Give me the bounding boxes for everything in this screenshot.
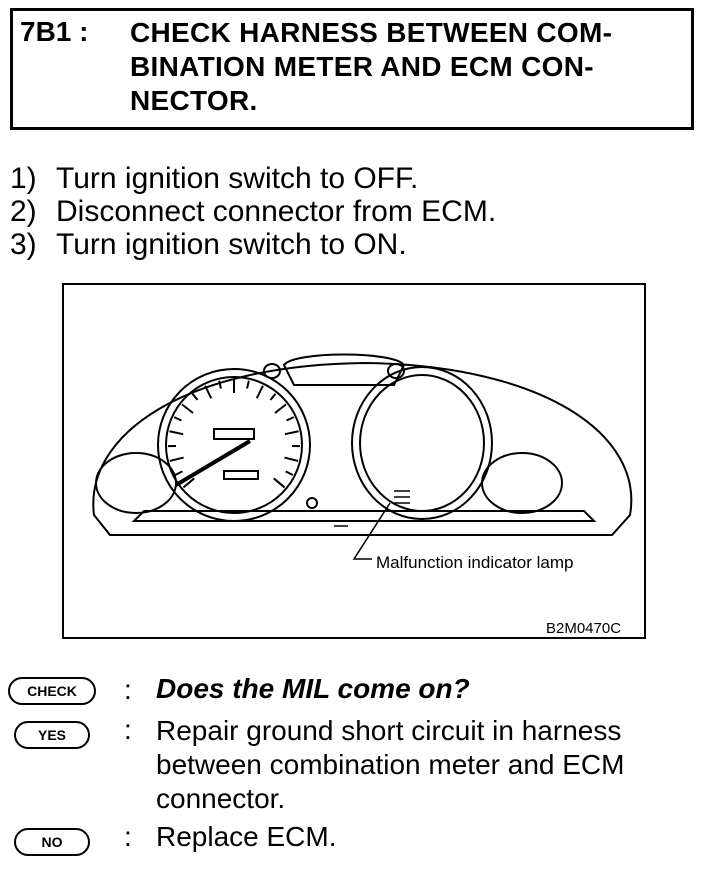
combination-meter-figure: Malfunction indicator lamp B2M0470C bbox=[62, 283, 646, 639]
speedometer-tick bbox=[269, 393, 277, 401]
yes-result-line-1: Repair ground short circuit in harness bbox=[156, 715, 622, 746]
no-badge: NO bbox=[14, 828, 90, 856]
combination-meter-illustration bbox=[92, 353, 633, 560]
speedometer-tick bbox=[285, 470, 294, 476]
malfunction-indicator-lamp-label: Malfunction indicator lamp bbox=[376, 553, 574, 572]
instruction-item-1: 1) Turn ignition switch to OFF. bbox=[10, 162, 496, 195]
speedometer-tick bbox=[174, 470, 183, 476]
yes-badge: YES bbox=[14, 721, 90, 749]
check-badge: CHECK bbox=[8, 677, 96, 705]
speedometer-tick bbox=[246, 380, 250, 389]
speedometer-tick bbox=[218, 380, 222, 389]
speedometer-tick bbox=[173, 416, 182, 422]
speedometer-tick bbox=[255, 385, 264, 399]
speedometer-tick bbox=[169, 456, 184, 462]
step-title-line-2: BINATION METER AND ECM CON- bbox=[130, 51, 594, 82]
yes-result-line-2: between combination meter and ECM bbox=[156, 749, 625, 780]
speedometer-tick bbox=[284, 456, 299, 462]
speedometer-tick bbox=[181, 403, 194, 414]
step-title-line-1: CHECK HARNESS BETWEEN COM- bbox=[130, 17, 613, 48]
speedometer-tick bbox=[182, 477, 195, 489]
instruction-text: Turn ignition switch to ON. bbox=[56, 228, 407, 261]
speedometer-tick bbox=[204, 385, 213, 399]
step-title-line-3: NECTOR. bbox=[130, 85, 258, 116]
speedometer-tick bbox=[191, 393, 199, 401]
instruction-number: 3) bbox=[10, 228, 37, 261]
yes-result-line-3: connector. bbox=[156, 783, 286, 814]
instruction-number: 2) bbox=[10, 195, 37, 228]
speedometer-tick bbox=[284, 430, 299, 436]
instruction-list: 1) Turn ignition switch to OFF. 2) Disconn… bbox=[10, 162, 496, 261]
check-colon: : bbox=[124, 674, 132, 705]
speedometer-tick bbox=[274, 403, 287, 414]
speedometer-tick bbox=[169, 430, 184, 436]
instruction-item-3: 3) Turn ignition switch to ON. bbox=[10, 228, 496, 261]
step-header-box bbox=[10, 8, 694, 130]
instruction-item-2: 2) Disconnect connector from ECM. bbox=[10, 195, 496, 228]
instruction-text: Turn ignition switch to OFF. bbox=[56, 162, 419, 195]
no-result: Replace ECM. bbox=[156, 821, 337, 852]
no-colon: : bbox=[124, 821, 132, 852]
step-title: CHECK HARNESS BETWEEN COM- BINATION METE… bbox=[130, 16, 670, 118]
instruction-text: Disconnect connector from ECM. bbox=[56, 195, 497, 228]
figure-id: B2M0470C bbox=[546, 620, 622, 637]
speedometer-tick bbox=[286, 416, 295, 422]
step-code: 7B1 : bbox=[20, 16, 89, 47]
yes-result: Repair ground short circuit in harness b… bbox=[156, 714, 694, 816]
yes-colon: : bbox=[124, 714, 132, 745]
instruction-number: 1) bbox=[10, 162, 37, 195]
speedometer-tick bbox=[273, 477, 286, 489]
check-question: Does the MIL come on? bbox=[156, 673, 470, 704]
